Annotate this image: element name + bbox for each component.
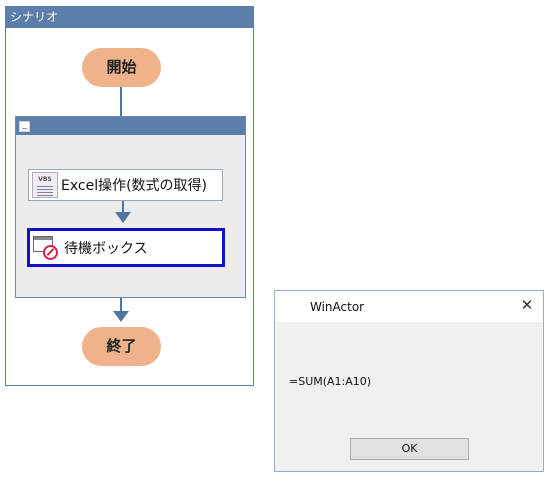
action-label: Excel操作(数式の取得): [61, 178, 208, 194]
arrow-down-icon: [115, 212, 131, 223]
action-wait-box[interactable]: 待機ボックス: [27, 228, 225, 267]
group-block[interactable]: _ VBS Excel操作(数式の取得) 待機ボックス: [15, 116, 246, 298]
connector-line: [120, 87, 122, 116]
message-dialog: WinActor ✕ =SUM(A1:A10) OK: [274, 290, 544, 472]
action-label: 待機ボックス: [64, 240, 148, 257]
close-icon[interactable]: ✕: [520, 296, 534, 314]
dialog-titlebar[interactable]: WinActor ✕: [275, 291, 543, 322]
collapse-button[interactable]: _: [19, 121, 30, 132]
dialog-message: =SUM(A1:A10): [289, 375, 372, 388]
action-excel-formula[interactable]: VBS Excel操作(数式の取得): [28, 169, 223, 201]
scenario-panel: シナリオ 開始 _ VBS Excel操作(数式の取得) 待機ボックス: [5, 6, 254, 386]
ok-button[interactable]: OK: [350, 438, 469, 460]
vbs-script-icon: VBS: [32, 172, 58, 198]
dialog-title: WinActor: [310, 300, 365, 314]
connector-line: [122, 201, 124, 213]
group-header[interactable]: _: [16, 117, 245, 135]
end-node[interactable]: 終了: [82, 327, 161, 366]
scenario-title: シナリオ: [6, 7, 253, 28]
wait-box-icon: [33, 235, 59, 260]
connector-line: [120, 298, 122, 313]
arrow-down-icon: [113, 311, 129, 322]
start-node[interactable]: 開始: [82, 48, 161, 87]
